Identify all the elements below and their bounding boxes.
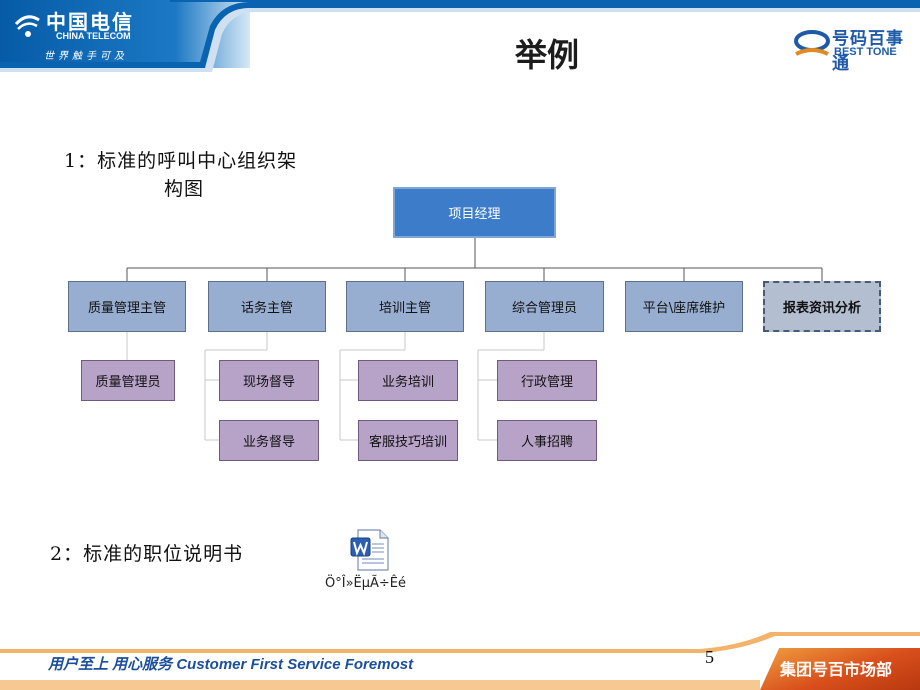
org-node-floor-supervisor: 现场督导: [219, 360, 319, 401]
page-title: 举例: [515, 36, 580, 74]
best-tone-name-en: BEST TONE: [834, 46, 897, 58]
org-node-business-supervisor: 业务督导: [219, 420, 319, 461]
org-node-service-skills-training: 客服技巧培训: [358, 420, 458, 461]
footer-swoosh: [0, 632, 920, 690]
section1-line1: 1：标准的呼叫中心组织架: [64, 150, 298, 172]
footer-slogan: 用户至上 用心服务 Customer First Service Foremos…: [48, 656, 414, 673]
best-tone-logo: 号码百事通 BEST TONE: [792, 24, 916, 73]
section2-label: 2：标准的职位说明书: [50, 543, 244, 565]
best-tone-name-cn: 号码百事通: [832, 29, 904, 73]
org-node-quality-staff: 质量管理员: [81, 360, 175, 401]
org-node-business-training: 业务培训: [358, 360, 458, 401]
org-node-call-lead: 话务主管: [208, 281, 326, 332]
org-node-training-lead: 培训主管: [346, 281, 464, 332]
best-tone-logo-icon: [794, 30, 830, 56]
department-name: 集团号百市场部: [780, 660, 893, 679]
org-node-platform-maintenance: 平台\座席维护: [625, 281, 743, 332]
org-node-report-analysis: 报表资讯分析: [763, 281, 881, 332]
section1-line2: 构图: [164, 178, 205, 200]
document-caption[interactable]: Ö°Î»ËµÃ÷Êé: [325, 576, 407, 591]
brand-slogan: 世界触手可及: [44, 51, 128, 62]
brand-name-en: CHINA TELECOM: [56, 31, 131, 41]
footer-badge: [760, 648, 920, 690]
section1-label: 1：标准的呼叫中心组织架 构图: [64, 147, 340, 203]
org-node-recruitment: 人事招聘: [497, 420, 597, 461]
header-swoosh: [0, 0, 920, 72]
brand-name-cn: 中国电信: [46, 12, 134, 34]
page-number: 5: [705, 647, 714, 667]
china-telecom-logo-icon: [14, 15, 40, 37]
header: 中国电信 CHINA TELECOM 世界触手可及 举例 号码百事通 BEST …: [0, 0, 920, 100]
org-node-quality-lead: 质量管理主管: [68, 281, 186, 332]
org-node-root: 项目经理: [393, 187, 556, 238]
org-node-administration: 行政管理: [497, 360, 597, 401]
org-node-admin-staff: 综合管理员: [485, 281, 604, 332]
word-document-icon[interactable]: [350, 529, 390, 571]
footer: 用户至上 用心服务 Customer First Service Foremos…: [0, 632, 920, 690]
